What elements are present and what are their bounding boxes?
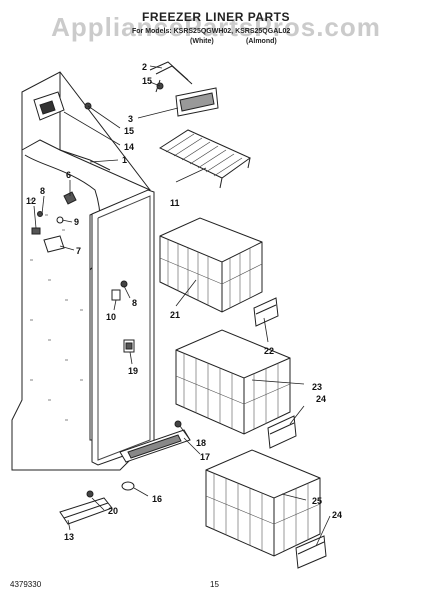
clip-part-19 <box>123 339 135 353</box>
callout-24-upper: 24 <box>316 394 326 404</box>
callout-15-left: 15 <box>124 126 134 136</box>
callout-9: 9 <box>74 217 79 227</box>
basket-front-part-24-upper <box>267 415 297 449</box>
bracket-part-14 <box>33 91 65 121</box>
callout-8-right: 8 <box>132 298 137 308</box>
document-number: 4379330 <box>10 580 42 589</box>
callout-18: 18 <box>196 438 206 448</box>
callout-labels: 1 2 3 6 7 8 8 9 10 11 12 13 14 15 15 16 … <box>26 62 342 542</box>
callout-24-lower: 24 <box>332 510 342 520</box>
hardware-part-8-right <box>120 280 128 288</box>
watermark: AppliancePartsPros.com <box>51 12 381 42</box>
basket-part-23 <box>175 329 291 435</box>
shelf-bracket-part-2 <box>149 61 193 93</box>
callout-16: 16 <box>152 494 162 504</box>
shelf-trim-part-3 <box>175 87 219 117</box>
callout-12: 12 <box>26 196 36 206</box>
models-line: For Models: KSRS25QGWH02, KSRS25QGAL02 <box>132 28 291 35</box>
hardware-part-8-left <box>37 211 43 217</box>
hardware-part-7 <box>43 235 65 253</box>
callout-11: 11 <box>170 198 180 208</box>
basket-front-part-22 <box>253 297 279 327</box>
rail-part-17 <box>119 429 191 463</box>
callout-1: 1 <box>122 155 127 165</box>
callout-22: 22 <box>264 346 274 356</box>
basket-part-25 <box>205 449 321 557</box>
callout-3: 3 <box>128 114 133 124</box>
callout-6: 6 <box>66 170 71 180</box>
basket-front-part-24-lower <box>295 535 327 569</box>
thermostat-part-6 <box>63 191 77 205</box>
callout-15-upper: 15 <box>142 76 152 86</box>
callout-13: 13 <box>64 532 74 542</box>
variant-almond: (Almond) <box>246 38 277 45</box>
screw-part-20 <box>86 490 94 498</box>
screw-part-18 <box>174 420 182 428</box>
callout-14: 14 <box>124 142 134 152</box>
callout-17: 17 <box>200 452 210 462</box>
variant-white: (White) <box>190 38 214 45</box>
diagram-title: FREEZER LINER PARTS <box>142 10 290 24</box>
hardware-part-12 <box>31 227 41 235</box>
cap-part-16 <box>121 481 135 491</box>
leader-lines <box>33 65 331 547</box>
hardware-part-10 <box>111 289 121 301</box>
callout-21: 21 <box>170 310 180 320</box>
page-number: 15 <box>210 580 219 589</box>
callout-25: 25 <box>312 496 322 506</box>
callout-10: 10 <box>106 312 116 322</box>
callout-20: 20 <box>108 506 118 516</box>
basket-part-21 <box>159 217 263 313</box>
callout-7: 7 <box>76 246 81 256</box>
callout-8-left: 8 <box>40 186 45 196</box>
wire-shelf-part-11 <box>158 129 251 189</box>
callout-2: 2 <box>142 62 147 72</box>
liner-cover-panel <box>91 189 155 466</box>
callout-19: 19 <box>128 366 138 376</box>
callout-23: 23 <box>312 382 322 392</box>
